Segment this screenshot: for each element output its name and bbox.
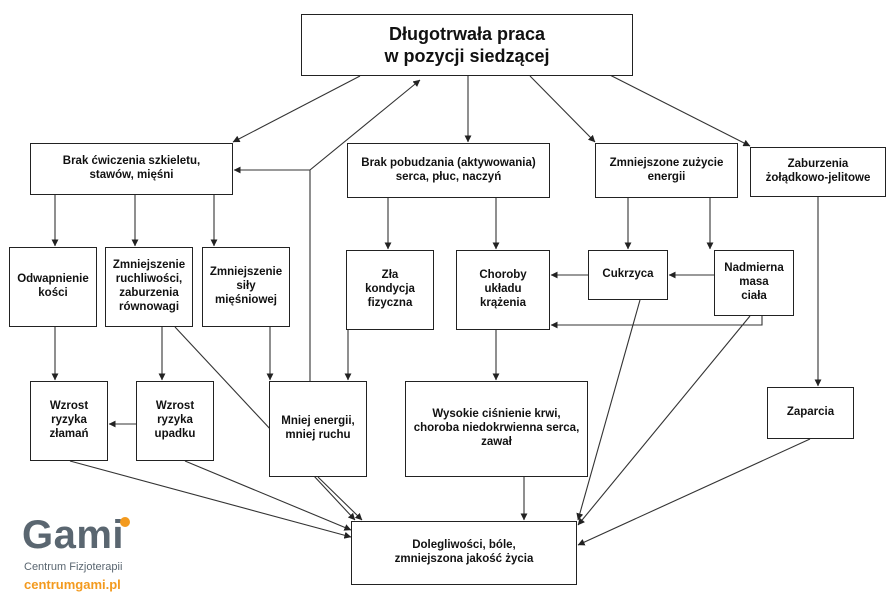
arrow-upadku-to-dolegliwosci [184,460,352,531]
logo-subtitle: Centrum Fizjoterapii [24,561,123,573]
arrow-top-to-zmniejszone-zuzycie [529,75,596,143]
node-zaburzenia: Zaburzenia żołądkowo-jelitowe [750,147,886,197]
arrow-masa-to-choroby [550,316,763,329]
logo-dot-icon [120,517,130,527]
node-ruchliwosc: Zmniejszenie ruchliwości, zaburzenia rów… [105,247,193,327]
node-masa: Nadmierna masa ciała [714,250,794,316]
node-sila: Zmniejszenie siły mięśniowej [202,247,290,327]
arrow-mniej-energii-to-dolegliwosci [317,476,363,521]
arrow-mniej-energii-to-top [309,79,421,381]
node-brak-cwiczenia: Brak ćwiczenia szkieletu, stawów, mięśni [30,143,233,195]
logo: Gami Centrum Fizjoterapii centrumgami.pl [22,515,192,600]
node-upadku: Wzrost ryzyka upadku [136,381,214,461]
node-top: Długotrwała praca w pozycji siedzącej [301,14,633,76]
node-cukrzyca: Cukrzyca [588,250,668,300]
node-brak-pobudzania: Brak pobudzania (aktywowania) serca, płu… [347,143,550,198]
node-dolegliwosci: Dolegliwości, bóle, zmniejszona jakość ż… [351,521,577,585]
node-mniej-energii: Mniej energii, mniej ruchu [269,381,367,477]
node-cisnienie: Wysokie ciśnienie krwi, choroba niedokrw… [405,381,588,477]
arrow-cukrzyca-to-dolegliwosci [576,299,641,521]
node-choroby: Choroby układu krążenia [456,250,550,330]
node-zlaman: Wzrost ryzyka złamań [30,381,108,461]
arrow-top-to-zaburzenia [599,69,751,147]
diagram-edges [51,69,822,546]
arrow-top-to-brak-cwiczenia [232,75,361,143]
logo-name: Gami [22,513,125,557]
arrow-zaparcia-to-dolegliwosci [577,438,811,546]
node-zmniejszone-zuzycie: Zmniejszone zużycie energii [595,143,738,198]
node-zaparcia: Zaparcia [767,387,854,439]
node-kondycja: Zła kondycja fizyczna [346,250,434,330]
logo-url: centrumgami.pl [24,577,121,592]
arrow-masa-to-dolegliwosci [577,315,751,526]
arrow-zlaman-to-dolegliwosci [69,460,352,539]
arrow-ruchliwosc-to-dolegliwosci [174,326,356,521]
node-odwapnienie: Odwapnienie kości [9,247,97,327]
